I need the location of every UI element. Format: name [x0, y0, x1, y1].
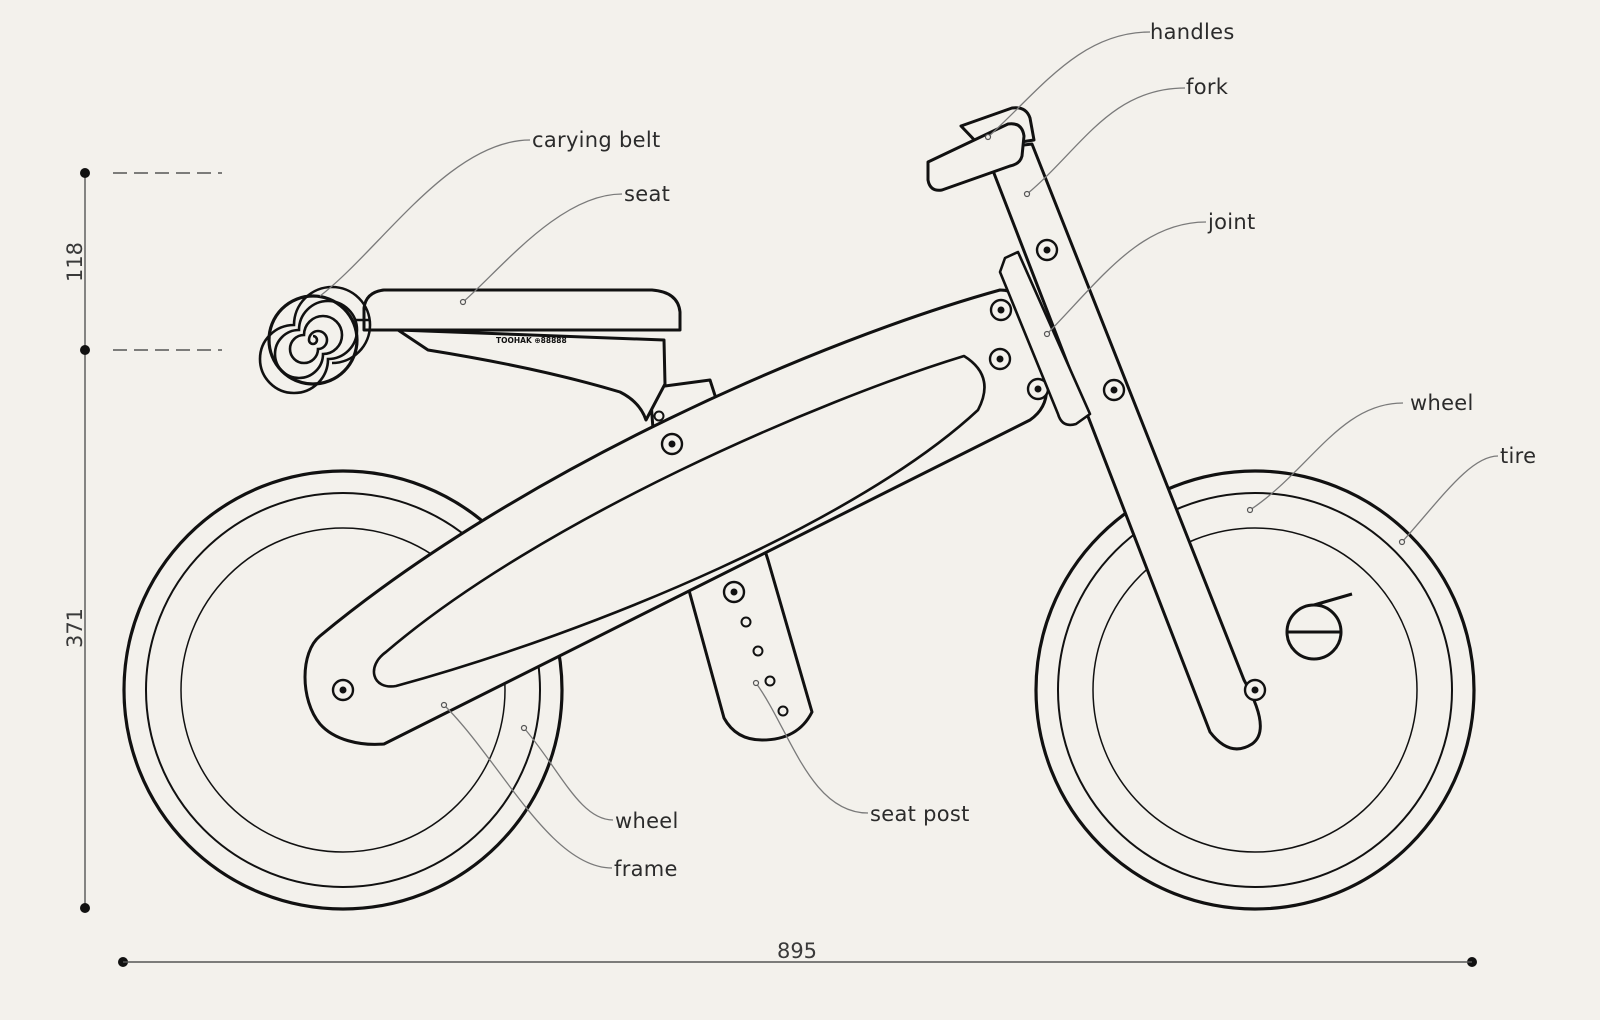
dim-895: 895	[777, 939, 817, 963]
frame	[303, 288, 1050, 746]
label-wheel-front: wheel	[1410, 391, 1474, 415]
dim-118: 118	[63, 242, 87, 282]
label-frame: frame	[614, 857, 678, 881]
label-fork: fork	[1186, 75, 1229, 99]
label-seat-post: seat post	[870, 802, 970, 826]
label-carrying-belt: carying belt	[532, 128, 661, 152]
label-seat: seat	[624, 182, 670, 206]
front-wheel	[1034, 469, 1476, 911]
seat: TOOHAK ⊕88888	[362, 288, 682, 422]
dimension-endpoints	[80, 168, 1477, 967]
rear-wheel	[122, 469, 564, 911]
leader-lines	[319, 31, 1499, 869]
label-joint: joint	[1207, 210, 1256, 234]
leader-dots	[440, 133, 1406, 732]
dimension-vertical	[84, 172, 222, 908]
dim-371: 371	[63, 608, 87, 648]
label-handles: handles	[1150, 20, 1235, 44]
brand-logo-icon	[1285, 592, 1353, 661]
label-tire: tire	[1500, 444, 1536, 468]
carrying-belt	[258, 285, 372, 395]
label-wheel-rear: wheel	[615, 809, 679, 833]
seat-brand: TOOHAK ⊕88888	[496, 336, 567, 345]
fork	[983, 142, 1267, 751]
